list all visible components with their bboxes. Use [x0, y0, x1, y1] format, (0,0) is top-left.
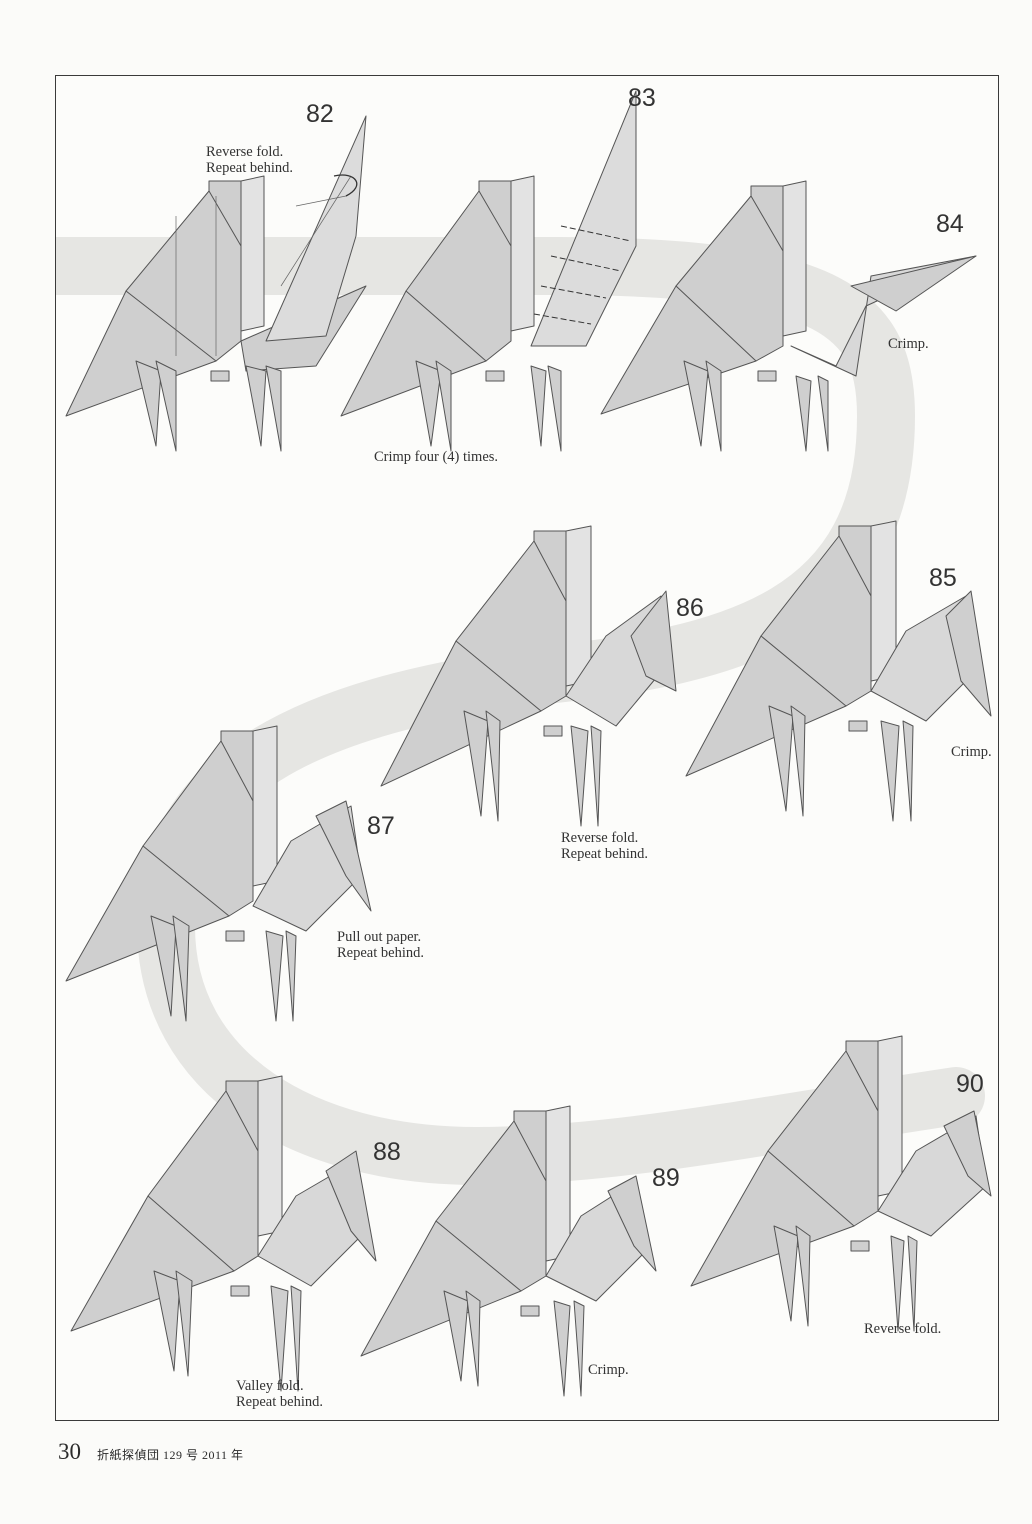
instruction-line: Crimp. [888, 336, 929, 352]
instruction-line: Crimp. [588, 1362, 629, 1378]
step-instruction: Crimp. [588, 1362, 629, 1378]
instruction-line: Repeat behind. [561, 846, 648, 862]
instruction-line: Pull out paper. [337, 929, 422, 945]
origami-figure-89 [360, 1105, 657, 1397]
instruction-line: Reverse fold. [561, 830, 639, 846]
origami-figure-86 [380, 525, 677, 827]
step-84: 84 Crimp. [596, 146, 996, 476]
step-number: 89 [652, 1164, 680, 1192]
step-instruction: Pull out paper. Repeat behind. [337, 929, 424, 961]
step-number: 88 [373, 1138, 401, 1166]
step-82: 82 Reverse fold. Repeat behind. [65, 86, 386, 466]
step-number: 87 [367, 812, 395, 840]
step-86: 86 Reverse fold. Repeat behind. [376, 516, 716, 876]
step-83: 83 Crimp four (4) times. [336, 84, 656, 486]
page-number: 30 [58, 1439, 81, 1464]
step-87: 87 Pull out paper. Repeat behind. [61, 716, 441, 1036]
step-instruction: Reverse fold. Repeat behind. [206, 144, 293, 176]
step-instruction: Crimp four (4) times. [374, 449, 498, 465]
instruction-line: Repeat behind. [337, 945, 424, 961]
step-instruction: Reverse fold. Repeat behind. [561, 830, 648, 862]
origami-figure-82 [65, 115, 367, 452]
step-90: 90 Reverse fold. [686, 1035, 998, 1376]
step-89: 89 Crimp. [356, 1096, 696, 1416]
instruction-line: Crimp four (4) times. [374, 449, 499, 465]
step-number: 83 [628, 84, 656, 112]
step-instruction: Crimp. [951, 744, 992, 760]
diagram-frame: 82 Reverse fold. Repeat behind. [55, 75, 999, 1421]
step-88: 88 Valley fold. Repeat behind. [66, 1066, 446, 1416]
origami-figure-87 [65, 725, 372, 1022]
step-instruction: Valley fold. Repeat behind. [236, 1378, 323, 1410]
publication-title: 折紙探偵団 129 号 2011 年 [97, 1448, 244, 1462]
step-instruction: Reverse fold. [864, 1321, 941, 1337]
origami-figure-83 [340, 90, 637, 452]
origami-figure-84 [600, 180, 977, 452]
step-number: 90 [956, 1070, 984, 1098]
step-number: 82 [306, 100, 334, 128]
instruction-line: Reverse fold. [864, 1321, 942, 1337]
instruction-line: Repeat behind. [236, 1394, 323, 1410]
instruction-line: Repeat behind. [206, 160, 293, 176]
instruction-line: Reverse fold. [206, 144, 284, 160]
instruction-line: Valley fold. [236, 1378, 304, 1394]
origami-figure-85 [685, 520, 992, 822]
origami-figure-88 [70, 1075, 377, 1392]
step-instruction: Crimp. [888, 336, 929, 352]
step-85: 85 Crimp. [681, 506, 998, 866]
step-number: 85 [929, 564, 957, 592]
instruction-line: Crimp. [951, 744, 992, 760]
origami-figure-90 [690, 1035, 992, 1332]
step-number: 86 [676, 594, 704, 622]
page-footer: 30 折紙探偵団 129 号 2011 年 [58, 1439, 244, 1465]
step-number: 84 [936, 210, 964, 238]
